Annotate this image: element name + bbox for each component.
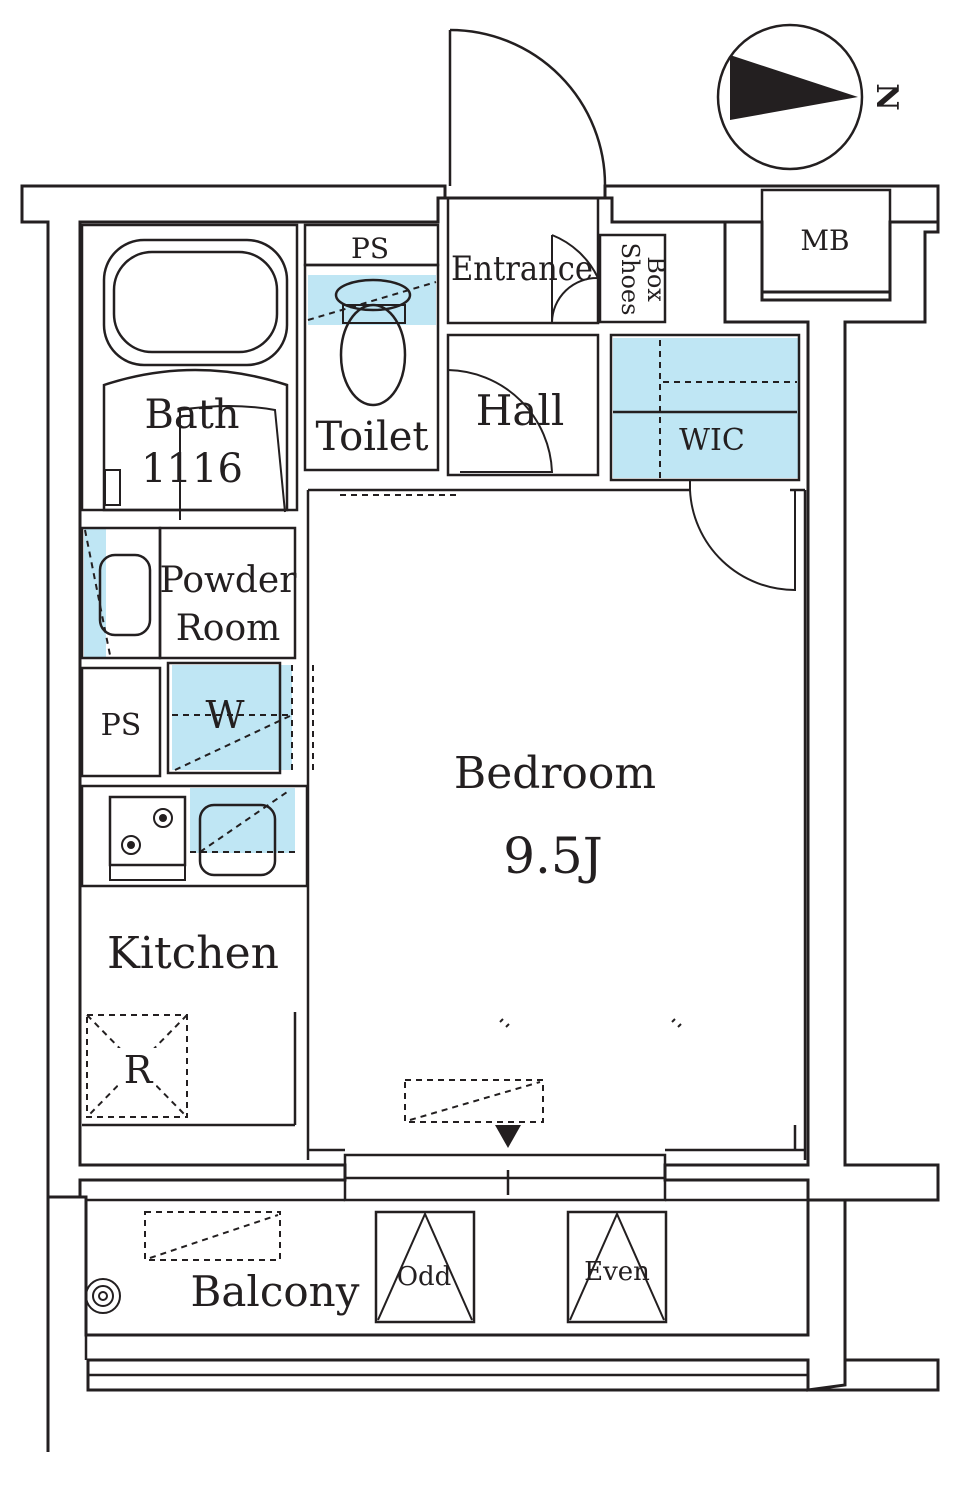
kitchen-label: Kitchen: [107, 928, 279, 979]
stove-icon: [108, 795, 187, 881]
bedroom-size-label: 9.5J: [503, 827, 603, 885]
fridge-label: R: [124, 1048, 154, 1092]
bedroom-label: Bedroom: [454, 748, 656, 799]
washer-area: [172, 665, 292, 770]
mb-label: MB: [800, 224, 849, 257]
north-arrow-icon: N: [716, 23, 904, 171]
bath-size-label: 1116: [141, 446, 243, 492]
compass-label: N: [869, 83, 904, 110]
fridge-icon: [86, 1014, 188, 1118]
bathtub-icon: [102, 238, 289, 520]
bedroom-details: [404, 1018, 682, 1148]
top-wall: [20, 184, 940, 1199]
room-labels: PS Entrance Shoes Box MB Bath 1116 Toile…: [101, 224, 850, 1316]
balcony-railing: [46, 1195, 940, 1452]
powder-room-label-2: Room: [176, 608, 281, 649]
even-label: Even: [584, 1257, 650, 1287]
entrance-door: [448, 28, 607, 187]
entrance-label: Entrance: [451, 249, 593, 289]
ps-top-label: PS: [351, 232, 389, 265]
shoes-box-label-2: Box: [642, 256, 670, 302]
washer-details: [172, 665, 293, 771]
odd-hatch-icon: [374, 1210, 476, 1324]
drain-icon: [85, 1278, 121, 1314]
toilet-label: Toilet: [316, 414, 429, 460]
interior-walls: [80, 188, 892, 1202]
balcony-details: [85, 1210, 668, 1324]
balcony-label: Balcony: [191, 1267, 360, 1316]
kitchen-sink-icon: [190, 789, 295, 877]
wic-label: WIC: [679, 423, 745, 458]
powder-room-label-1: Powder: [160, 560, 298, 601]
toilet-icon: [307, 278, 437, 407]
ps-side-label: PS: [101, 708, 142, 743]
odd-label: Odd: [397, 1262, 452, 1292]
hall-door: [447, 234, 599, 473]
powder-sink-area: [84, 528, 106, 658]
powder-sink-icon: [84, 529, 152, 656]
shoes-box-label-1: Shoes: [616, 243, 644, 316]
wic-shelf-area: [613, 338, 798, 478]
kitchen-sink-area: [190, 788, 295, 853]
bath-label: Bath: [144, 392, 239, 438]
wic-details: [613, 340, 797, 592]
hall-label: Hall: [476, 386, 565, 435]
washer-label: W: [205, 693, 244, 737]
even-hatch-icon: [566, 1210, 668, 1324]
